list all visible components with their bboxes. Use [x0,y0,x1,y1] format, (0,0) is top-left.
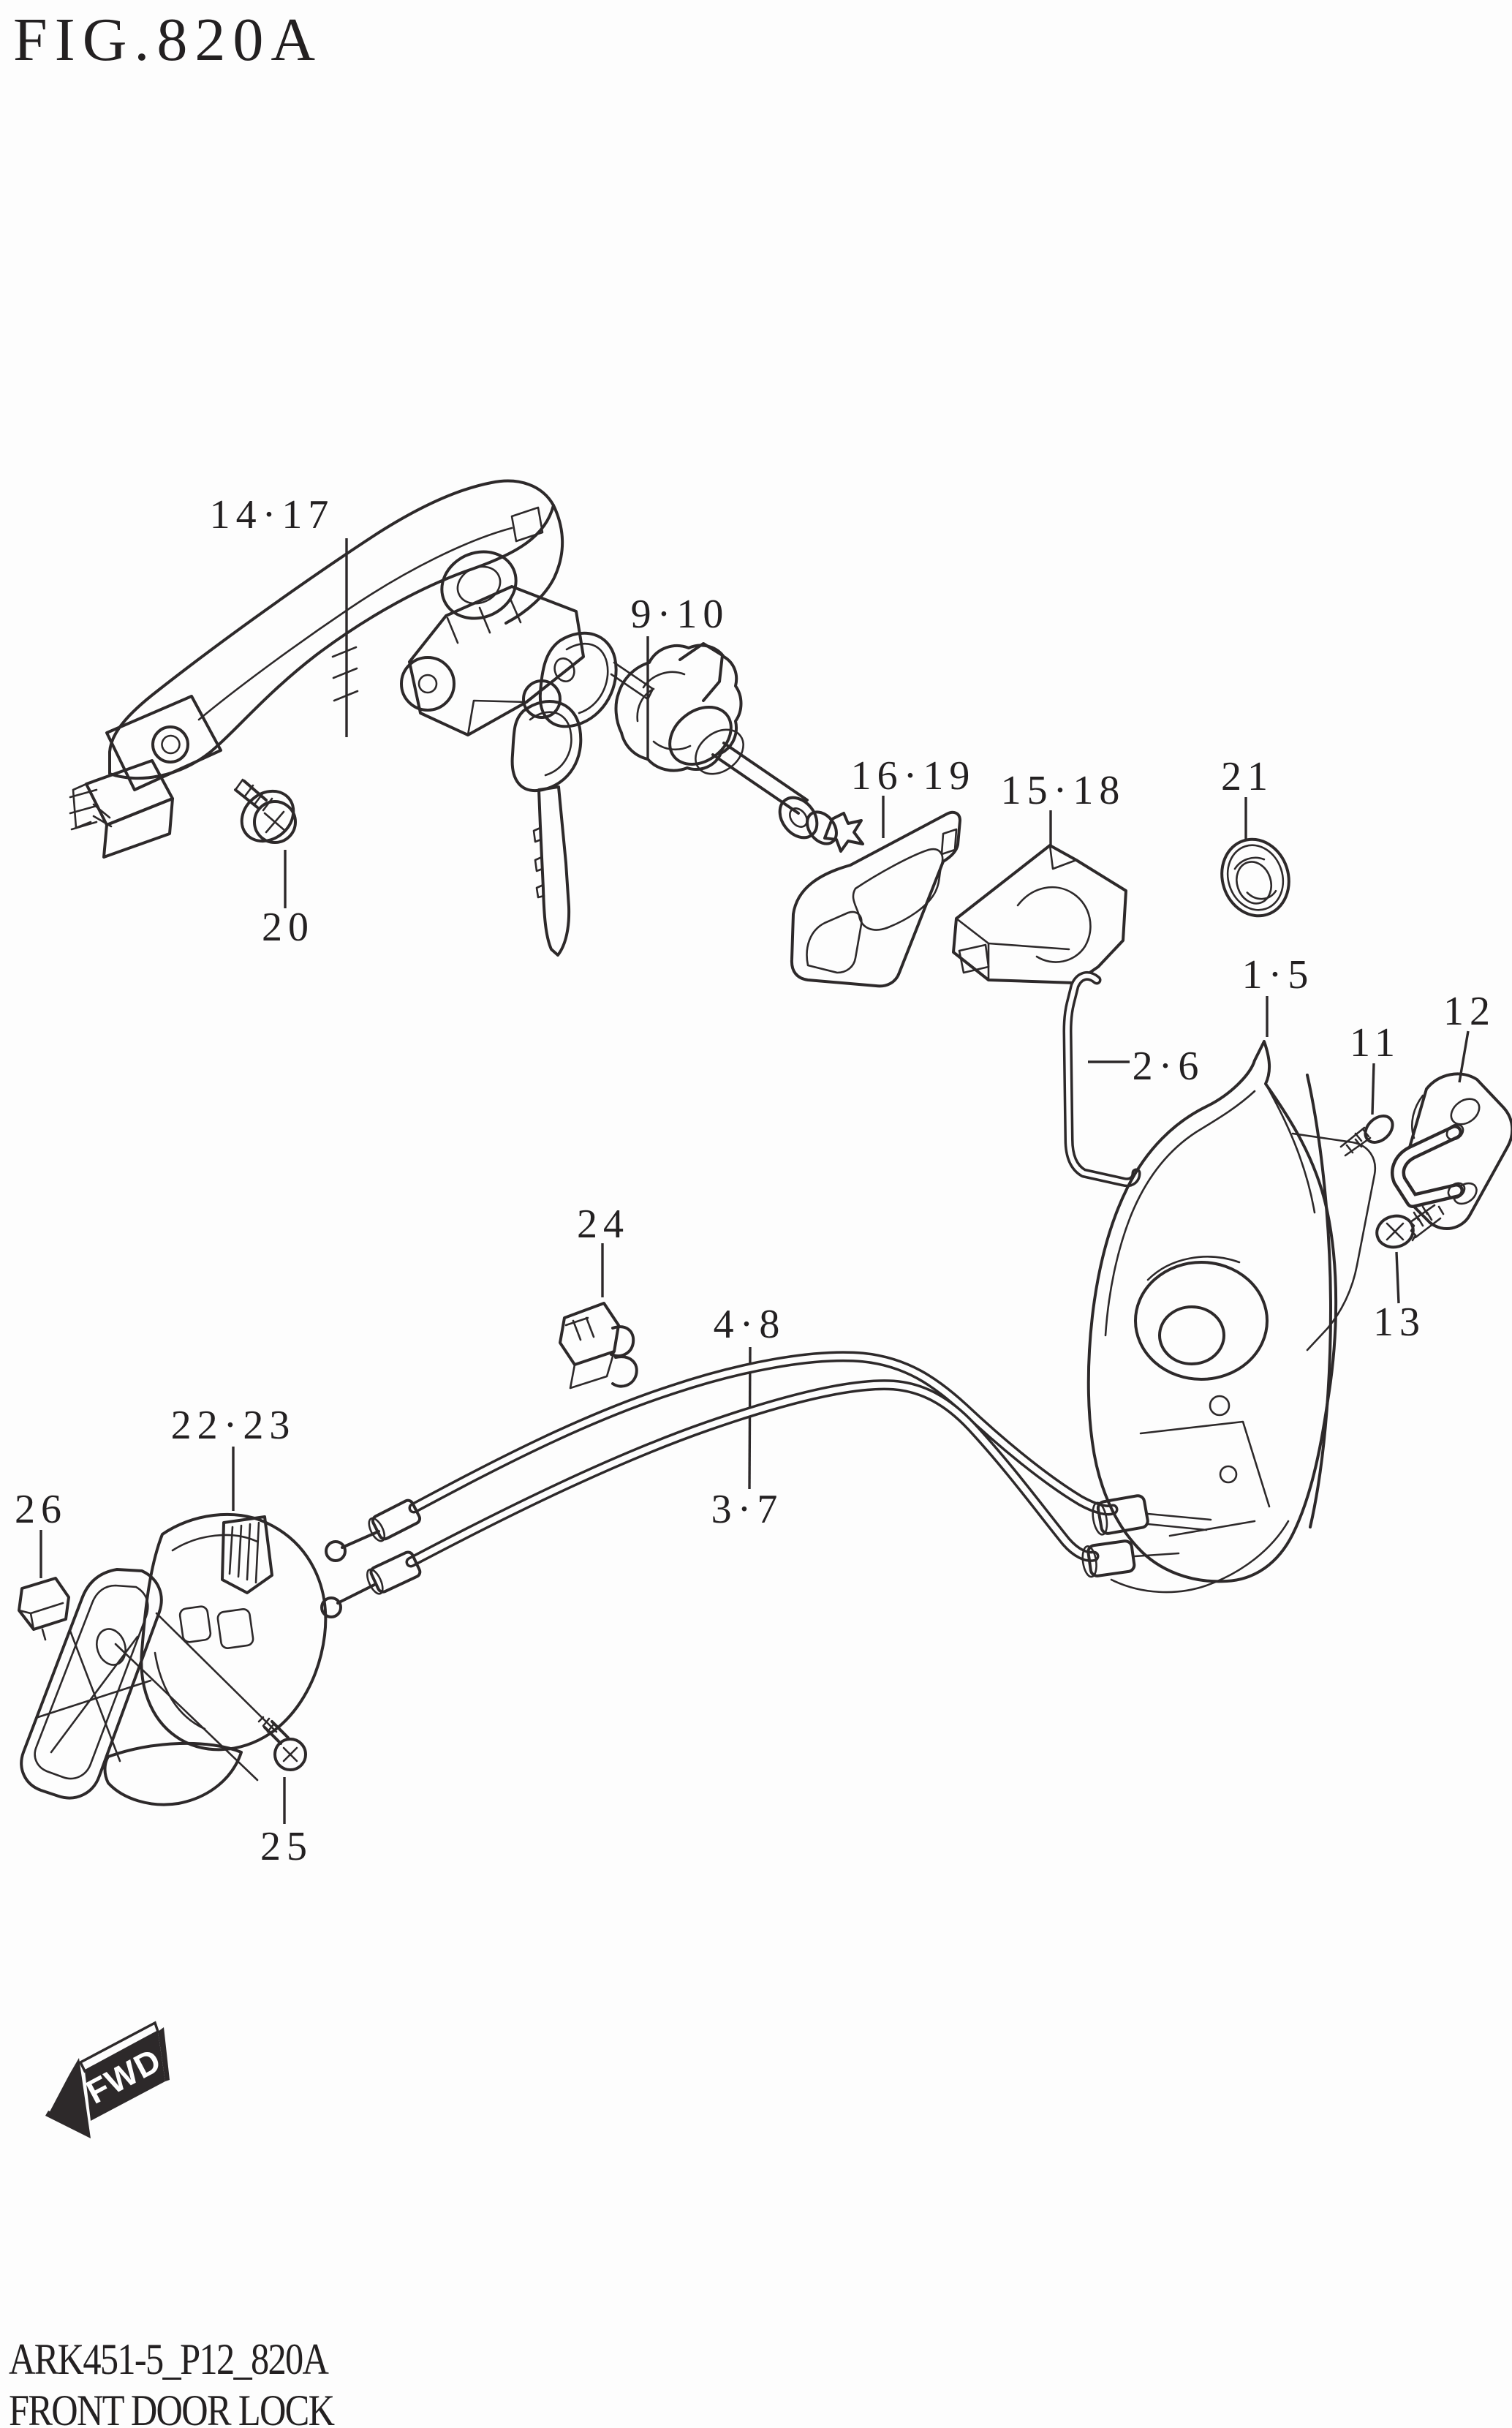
callout-20: 20 [262,905,314,950]
cable-clip-drawing [559,1302,638,1390]
cylinder-bracket-drawing [952,844,1127,984]
lock-cylinder-drawing [614,642,864,853]
inner-handle-clip-drawing [18,1577,70,1641]
inner-handle-screw-drawing [257,1716,307,1771]
footer-drawing-code: ARK451-5_P12_820A [9,2335,329,2383]
inner-handle-drawing [20,1512,328,1806]
fwd-arrow-head [45,2058,91,2138]
callout-12: 12 [1443,989,1496,1034]
callout-9-10: 9·10 [631,592,730,637]
callout-25: 25 [260,1824,313,1869]
callout-4-8: 4·8 [714,1302,786,1347]
handle-end-cap-drawing [69,695,222,859]
footer-caption: FRONT DOOR LOCK [9,2386,335,2428]
striker-screw-upper-drawing [1339,1115,1394,1157]
handle-escutcheon-drawing [331,550,585,736]
cable-end-fittings-drawing [320,1498,422,1618]
leader-11 [1371,1063,1375,1115]
key-set-drawing [510,631,654,957]
callout-15-18: 15·18 [1001,768,1126,813]
callout-2-6: 2·6 [1133,1044,1205,1089]
callout-16-19: 16·19 [851,753,976,799]
handle-screw-drawing [234,778,297,844]
callout-1-5: 1·5 [1242,952,1315,998]
striker-screw-lower-drawing [1375,1204,1445,1249]
grommet-drawing [1220,837,1290,918]
lock-rod-drawing [1062,971,1141,1188]
handle-gasket-drawing [790,810,961,988]
callout-11: 11 [1350,1020,1401,1066]
callout-21: 21 [1221,754,1274,799]
cylinder-cross-tip [823,812,864,853]
door-latch-assembly-drawing [1086,1040,1377,1594]
callout-3-7: 3·7 [711,1487,784,1532]
striker-drawing [1391,1072,1512,1230]
callout-13: 13 [1373,1300,1426,1345]
callout-22-23: 22·23 [171,1403,296,1448]
figure-title: FIG.820A [13,6,323,74]
fwd-arrow-body [85,2032,165,2121]
callout-24: 24 [577,1202,630,1247]
callout-layer: 14·17 9·10 16·19 15·18 21 20 1·5 2·6 11 12 13 24 4·8… [15,492,1496,1869]
fwd-arrow: FWD [45,2021,170,2138]
callout-26: 26 [15,1487,67,1532]
leader-13 [1395,1251,1400,1304]
callout-14-17: 14·17 [210,492,335,538]
outer-door-handle-drawing [69,479,585,859]
